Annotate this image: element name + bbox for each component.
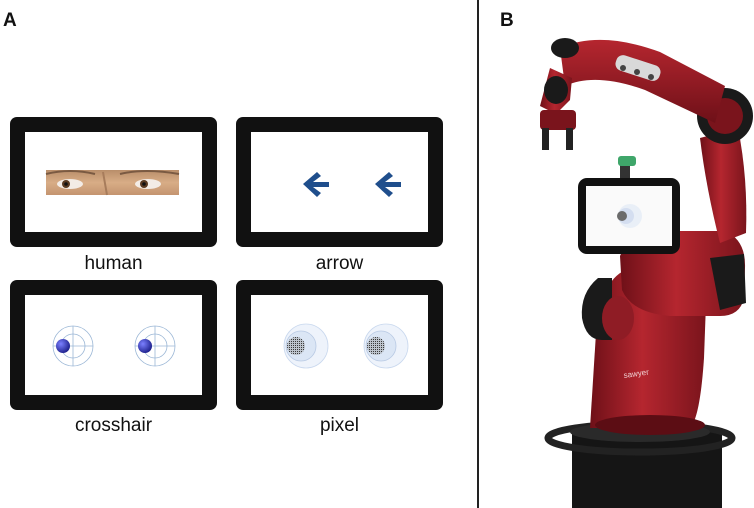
- arrow-screen-display: [251, 132, 428, 232]
- arrow-cues: [303, 172, 401, 197]
- robot-gripper: [540, 68, 576, 150]
- crosshair-screen-display: [25, 295, 202, 395]
- panel-b-label: B: [500, 10, 514, 31]
- crosshair-caption: crosshair: [74, 415, 153, 436]
- panel-a-label: A: [3, 10, 17, 31]
- pixel-gaze-screen: [236, 280, 443, 410]
- pixel-right-eye: [363, 323, 409, 369]
- robot-brand-text: sawyer: [623, 367, 650, 379]
- robot-head-display: [578, 156, 680, 254]
- crosshair-left-sphere: [56, 339, 70, 353]
- human-eyes-image: [45, 170, 180, 196]
- pixel-screen-display: [251, 295, 428, 395]
- crosshair-eyes: [52, 325, 176, 367]
- arrow-gaze-screen: [236, 117, 443, 247]
- pixel-left-eye: [283, 323, 329, 369]
- crosshair-gaze-screen: [10, 280, 217, 410]
- crosshair-right: [134, 325, 176, 367]
- human-screen-display: [25, 132, 202, 232]
- left-arrow-icon: [303, 172, 329, 197]
- human-gaze-screen: [10, 117, 217, 247]
- sawyer-robot-illustration: sawyer: [540, 38, 753, 508]
- left-arrow-icon-2: [375, 172, 401, 197]
- robot-forearm: [551, 38, 725, 123]
- pixel-caption: pixel: [319, 415, 360, 436]
- crosshair-right-sphere: [138, 339, 152, 353]
- panel-divider: [477, 0, 479, 508]
- human-caption: human: [84, 253, 143, 274]
- pixel-eyes: [283, 323, 409, 369]
- robot-base-stand: [544, 420, 736, 508]
- arrow-caption: arrow: [315, 253, 364, 274]
